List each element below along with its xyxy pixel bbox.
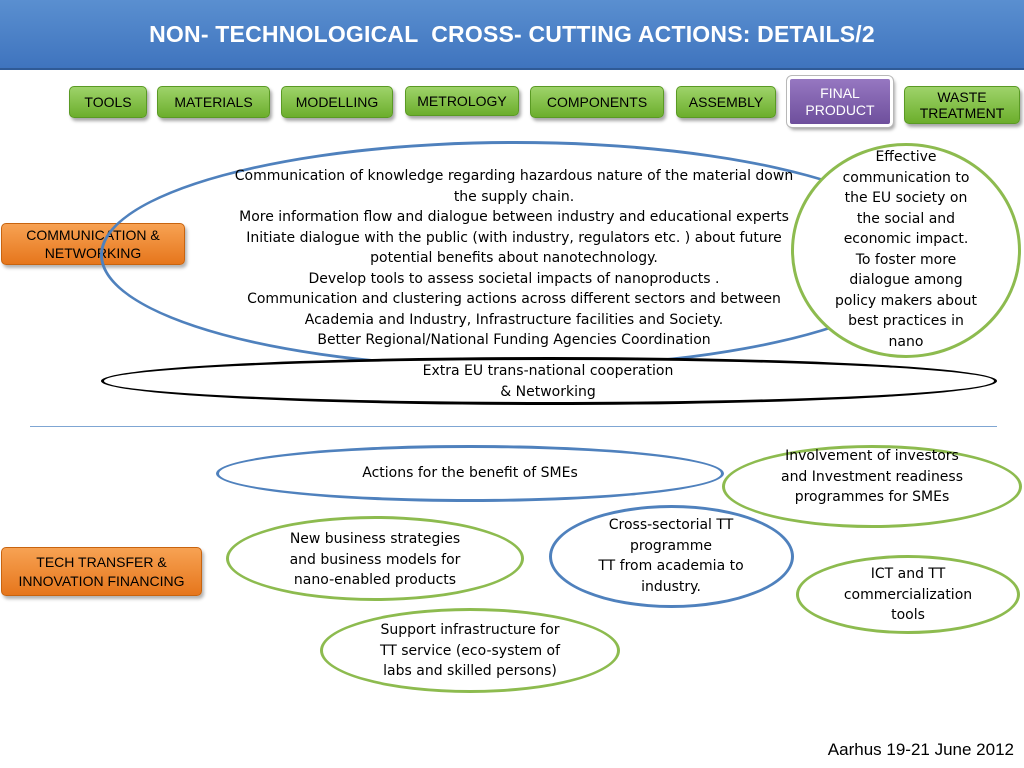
- tab-label: COMPONENTS: [546, 93, 648, 110]
- tab-waste-treatment[interactable]: WASTE TREATMENT: [904, 86, 1020, 124]
- text-line: New business strategies: [289, 531, 461, 547]
- business-ellipse: [226, 516, 524, 601]
- footer-date: Aarhus 19-21 June 2012: [827, 740, 1014, 759]
- text-line: TT from academia to: [598, 558, 744, 574]
- eu-society-circle: [791, 143, 1021, 358]
- eu-society-text: Effective communication to the EU societ…: [818, 147, 994, 352]
- text-line: policy makers about: [835, 292, 977, 309]
- text-line: ICT and TT: [870, 566, 946, 582]
- text-line: commercialization: [843, 586, 973, 603]
- support-text: Support infrastructure for TT service (e…: [352, 620, 588, 682]
- text-line: Cross-sectorial TT: [608, 517, 734, 533]
- text-line: Better Regional/National Funding Agencie…: [317, 332, 711, 348]
- section-label-line: TECH TRANSFER &: [36, 554, 167, 571]
- tab-label: ASSEMBLY: [688, 93, 764, 110]
- section-label-line: INNOVATION FINANCING: [18, 572, 185, 589]
- text-line: Initiate dialogue with the public (with …: [246, 229, 782, 246]
- support-ellipse: [320, 608, 620, 693]
- text-line: nano: [888, 333, 924, 350]
- section-divider: [30, 426, 997, 427]
- text-line: communication to: [842, 169, 970, 186]
- tab-materials[interactable]: MATERIALS: [157, 86, 270, 118]
- tab-assembly[interactable]: ASSEMBLY: [676, 86, 776, 118]
- text-line: and business models for: [289, 551, 461, 568]
- smes-ellipse: [216, 445, 724, 502]
- investors-ellipse: [722, 445, 1022, 528]
- tab-label: TOOLS: [84, 93, 132, 110]
- main-communication-text: Communication of knowledge regarding haz…: [228, 166, 800, 351]
- text-line: programme: [629, 537, 712, 554]
- extra-eu-ellipse: [101, 357, 997, 405]
- text-line: More information flow and dialogue betwe…: [239, 209, 789, 225]
- text-line: economic impact.: [843, 231, 969, 247]
- text-line: potential benefits about nanotechnology.: [370, 250, 658, 266]
- text-line: & Networking: [500, 383, 596, 400]
- text-line: tools: [891, 607, 925, 623]
- ict-ellipse: [796, 555, 1020, 634]
- text-line: TT service (eco-system of: [379, 642, 561, 659]
- text-line: industry.: [641, 578, 701, 595]
- text-line: Actions for the benefit of SMEs: [362, 465, 578, 481]
- text-line: labs and skilled persons): [383, 663, 557, 679]
- text-line: Extra EU trans-national cooperation: [422, 363, 674, 379]
- tab-tools[interactable]: TOOLS: [69, 86, 147, 118]
- extra-eu-text: Extra EU trans-national cooperation & Ne…: [400, 361, 696, 402]
- text-line: Communication of knowledge regarding haz…: [234, 168, 794, 184]
- section-tech-transfer[interactable]: TECH TRANSFER & INNOVATION FINANCING: [1, 547, 202, 596]
- tab-label: METROLOGY: [417, 92, 507, 109]
- tab-label: MODELLING: [295, 93, 379, 110]
- page-title: NON- TECHNOLOGICAL CROSS- CUTTING ACTION…: [149, 20, 875, 47]
- cross-tt-ellipse: [549, 505, 794, 608]
- text-line: nano-enabled products: [293, 572, 457, 588]
- text-line: best practices in: [848, 313, 964, 329]
- tab-metrology[interactable]: METROLOGY: [405, 86, 519, 116]
- smes-text: Actions for the benefit of SMEs: [280, 463, 660, 484]
- text-line: Support infrastructure for: [380, 622, 560, 638]
- tab-label-line: TREATMENT: [919, 105, 1005, 121]
- ict-text: ICT and TT commercialization tools: [818, 564, 998, 626]
- text-line: Academia and Industry, Infrastructure fa…: [304, 311, 724, 328]
- tab-components[interactable]: COMPONENTS: [530, 86, 664, 118]
- text-line: Involvement of investors: [785, 448, 959, 464]
- text-line: the social and: [856, 210, 956, 227]
- title-bar: NON- TECHNOLOGICAL CROSS- CUTTING ACTION…: [0, 0, 1024, 70]
- tab-label-line: WASTE: [937, 88, 987, 105]
- tab-label-line: PRODUCT: [805, 101, 875, 118]
- text-line: Effective: [875, 149, 937, 165]
- text-line: To foster more: [855, 251, 957, 268]
- tab-final-product[interactable]: FINAL PRODUCT: [786, 75, 894, 128]
- text-line: the EU society on: [844, 190, 968, 206]
- text-line: the supply chain.: [453, 188, 575, 205]
- text-line: Communication and clustering actions acr…: [247, 291, 781, 307]
- tab-label-line: FINAL: [820, 85, 860, 102]
- text-line: dialogue among: [849, 272, 963, 288]
- cross-tt-text: Cross-sectorial TT programme TT from aca…: [581, 515, 761, 597]
- text-line: Develop tools to assess societal impacts…: [308, 270, 720, 287]
- tab-modelling[interactable]: MODELLING: [281, 86, 393, 118]
- text-line: programmes for SMEs: [794, 489, 950, 505]
- business-text: New business strategies and business mod…: [260, 529, 490, 591]
- tab-label: MATERIALS: [174, 93, 253, 110]
- text-line: and Investment readiness: [780, 468, 964, 485]
- investors-text: Involvement of investors and Investment …: [752, 446, 992, 508]
